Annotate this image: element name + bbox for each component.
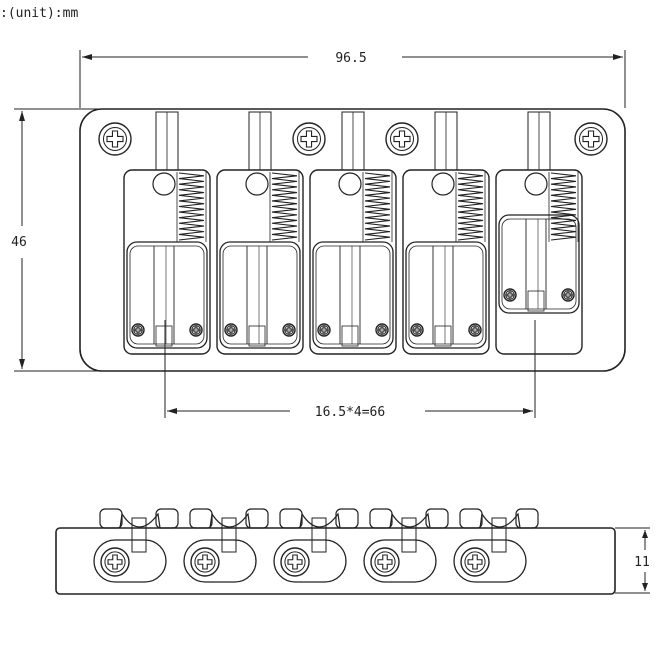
phillips-screw-icon <box>574 122 608 156</box>
saddle-icon <box>309 111 397 355</box>
mount-screws <box>98 122 608 156</box>
phillips-screw-icon <box>131 323 145 337</box>
phillips-screw-icon <box>561 288 575 302</box>
width-dimension: 96.5 <box>79 50 626 108</box>
saddles-top-view <box>123 111 583 355</box>
height-value: 46 <box>11 235 27 250</box>
phillips-screw-icon <box>370 547 400 577</box>
phillips-screw-icon <box>100 547 130 577</box>
saddle-icon <box>93 508 179 583</box>
phillips-screw-icon <box>98 122 132 156</box>
saddles-side-view <box>93 508 539 583</box>
phillips-screw-icon <box>280 547 310 577</box>
saddle-icon <box>363 508 449 583</box>
side-height-dimension: 11 <box>615 527 650 594</box>
saddle-icon <box>183 508 269 583</box>
saddle-icon <box>453 508 539 583</box>
saddle-icon <box>216 111 304 355</box>
saddle-icon <box>273 508 359 583</box>
base-plate <box>79 108 626 372</box>
phillips-screw-icon <box>385 122 419 156</box>
spacing-value: 16.5*4=66 <box>315 405 385 420</box>
phillips-screw-icon <box>292 122 326 156</box>
phillips-screw-icon <box>317 323 331 337</box>
unit-label: :(unit):mm <box>0 6 78 21</box>
spring-icon <box>457 172 484 241</box>
phillips-screw-icon <box>503 288 517 302</box>
saddle-icon <box>402 111 490 355</box>
side-height-value: 11 <box>634 555 650 570</box>
phillips-screw-icon <box>282 323 296 337</box>
spring-icon <box>271 172 298 241</box>
spring-icon <box>364 172 391 241</box>
spring-icon <box>178 172 205 241</box>
phillips-screw-icon <box>375 323 389 337</box>
phillips-screw-icon <box>190 547 220 577</box>
width-value: 96.5 <box>335 51 366 66</box>
phillips-screw-icon <box>410 323 424 337</box>
phillips-screw-icon <box>189 323 203 337</box>
phillips-screw-icon <box>468 323 482 337</box>
height-dimension: 46 <box>11 108 98 372</box>
spacing-dimension: 16.5*4=66 <box>164 320 536 420</box>
spring-icon <box>550 172 577 241</box>
phillips-screw-icon <box>224 323 238 337</box>
saddle-icon <box>495 111 583 355</box>
saddle-icon <box>123 111 211 355</box>
phillips-screw-icon <box>460 547 490 577</box>
side-base <box>55 527 616 595</box>
